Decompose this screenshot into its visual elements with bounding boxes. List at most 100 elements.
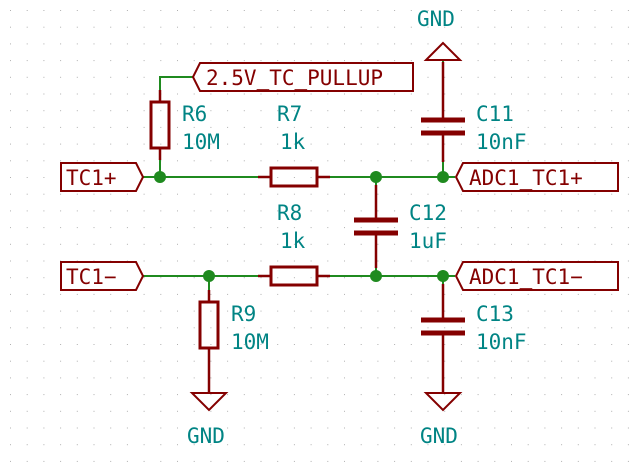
grid-dot — [360, 210, 362, 212]
junction-r9 — [203, 270, 215, 282]
grid-dot — [43, 10, 45, 11]
grid-dot — [177, 394, 178, 396]
adc-minus-text: ADC1_TC1− — [469, 265, 583, 289]
resistor-r8[interactable]: R8 1k — [258, 201, 330, 287]
grid-dot — [177, 460, 178, 462]
grid-dot — [460, 444, 462, 446]
label-adc-minus[interactable]: ADC1_TC1− — [454, 261, 619, 291]
grid-dot — [26, 193, 28, 195]
gnd-symbol-top[interactable]: GND — [417, 7, 463, 61]
grid-dot — [193, 277, 195, 279]
grid-dot — [26, 427, 28, 429]
grid-dot — [327, 444, 329, 446]
grid-dot — [460, 243, 462, 245]
grid-dot — [494, 43, 496, 45]
grid-dot — [126, 76, 128, 78]
r8-value: 1k — [280, 229, 306, 253]
resistor-r6[interactable]: R6 10M — [149, 90, 220, 160]
grid-dot — [310, 110, 312, 112]
c12-ref: C12 — [409, 201, 447, 225]
grid-dot — [210, 10, 212, 11]
capacitor-c13[interactable]: C13 10nF — [421, 284, 527, 360]
grid-dot — [10, 310, 11, 312]
grid-dot — [110, 310, 112, 312]
gnd-symbol-r9[interactable]: GND — [187, 360, 229, 448]
grid-dot — [344, 160, 345, 162]
grid-dot — [160, 43, 162, 45]
grid-dot — [594, 310, 596, 312]
grid-dot — [260, 377, 262, 379]
grid-dot — [293, 110, 295, 112]
grid-dot — [227, 310, 229, 312]
grid-dot — [76, 110, 78, 112]
grid-dot — [310, 160, 312, 162]
grid-dot — [277, 360, 279, 362]
grid-dot — [110, 26, 112, 28]
grid-dot — [260, 427, 262, 429]
label-tc1-plus[interactable]: TC1+ — [60, 162, 145, 192]
grid-dot — [293, 410, 295, 412]
wire-pullup[interactable] — [159, 76, 193, 100]
grid-dot — [177, 43, 178, 45]
grid-dot — [577, 210, 579, 212]
grid-dot — [444, 227, 446, 229]
grid-dot — [143, 327, 145, 329]
label-pullup[interactable]: 2.5V_TC_PULLUP — [191, 62, 414, 92]
grid-dot — [143, 310, 145, 312]
grid-dot — [477, 427, 479, 429]
grid-dot — [277, 177, 279, 178]
grid-dot — [193, 360, 195, 362]
grid-dot — [427, 210, 429, 212]
grid-dot — [43, 243, 45, 245]
grid-dot — [260, 160, 262, 162]
grid-dot — [93, 377, 95, 379]
grid-dot — [511, 93, 512, 95]
resistor-r7[interactable]: R7 1k — [258, 102, 330, 188]
label-tc1-minus[interactable]: TC1− — [60, 261, 145, 291]
gnd-r9-label: GND — [187, 424, 225, 448]
grid-dot — [477, 43, 479, 45]
grid-dot — [193, 43, 195, 45]
grid-dot — [293, 394, 295, 396]
grid-dot — [444, 10, 446, 11]
grid-dot — [26, 344, 28, 345]
grid-dot — [344, 394, 345, 396]
grid-dot — [627, 43, 629, 45]
grid-dot — [177, 193, 178, 195]
grid-dot — [577, 193, 579, 195]
grid-dot — [143, 60, 145, 62]
grid-dot — [377, 394, 379, 396]
grid-dot — [93, 243, 95, 245]
grid-dot — [126, 377, 128, 379]
capacitor-c12[interactable]: C12 1uF — [354, 185, 447, 268]
grid-dot — [427, 360, 429, 362]
grid-dot — [76, 310, 78, 312]
grid-dot — [544, 293, 546, 295]
grid-dot — [627, 110, 629, 112]
grid-dot — [310, 243, 312, 245]
grid-dot — [427, 310, 429, 312]
grid-dot — [110, 460, 112, 462]
grid-dot — [327, 394, 329, 396]
gnd-symbol-c13[interactable]: GND — [420, 360, 463, 448]
grid-dot — [93, 444, 95, 446]
grid-dot — [227, 410, 229, 412]
grid-dot — [126, 26, 128, 28]
label-adc-plus[interactable]: ADC1_TC1+ — [454, 162, 619, 192]
grid-dot — [344, 26, 345, 28]
grid-dot — [444, 93, 446, 95]
grid-dot — [344, 344, 345, 345]
resistor-r9[interactable]: R9 10M — [198, 290, 269, 360]
grid-dot — [110, 193, 112, 195]
capacitor-c11[interactable]: C11 10nF — [421, 62, 527, 162]
grid-dot — [277, 310, 279, 312]
grid-dot — [243, 394, 245, 396]
grid-dot — [594, 377, 596, 379]
grid-dot — [444, 210, 446, 212]
grid-dot — [477, 76, 479, 78]
grid-dot — [43, 43, 45, 45]
grid-dot — [126, 143, 128, 145]
grid-dot — [243, 43, 245, 45]
grid-dot — [527, 394, 529, 396]
